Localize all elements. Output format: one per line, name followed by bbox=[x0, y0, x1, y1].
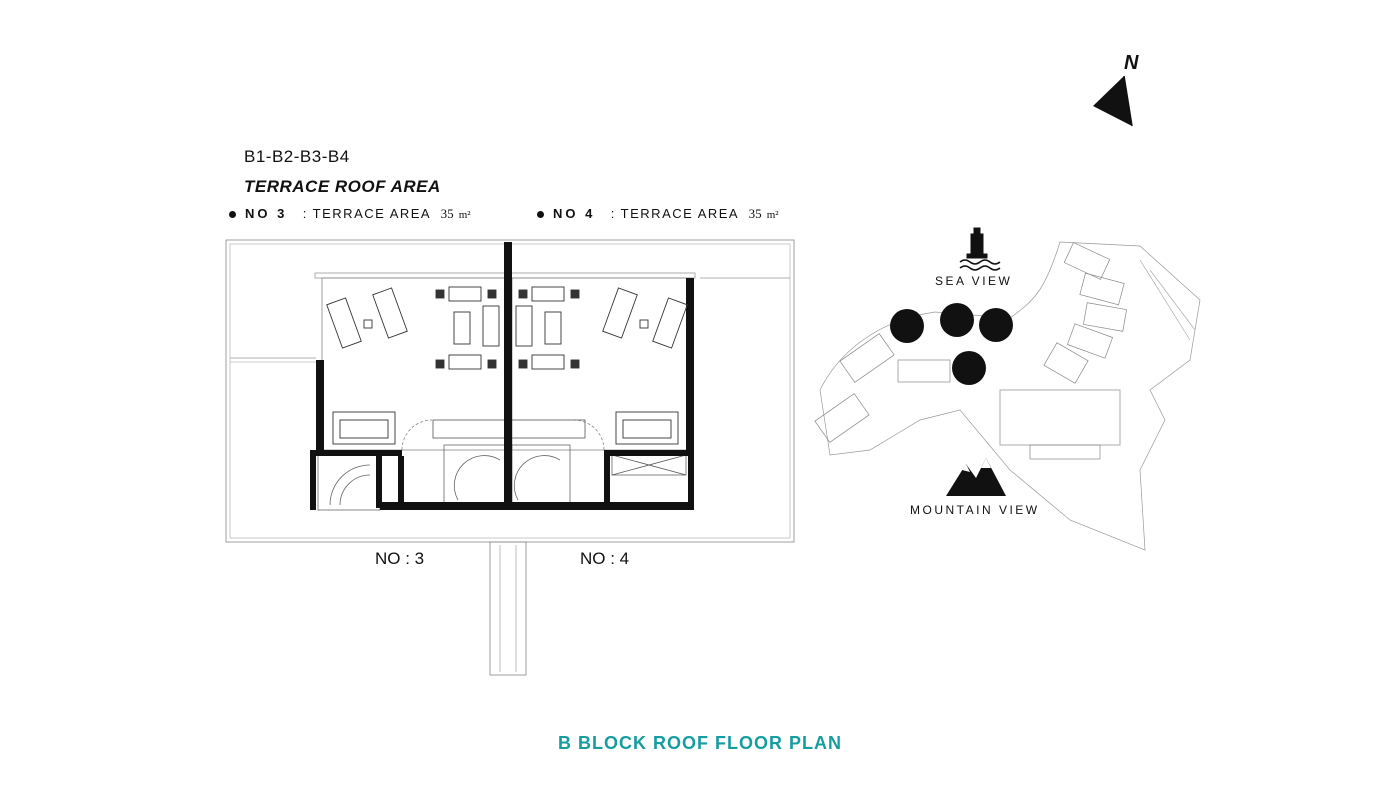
entry-stair bbox=[489, 541, 527, 676]
planter bbox=[332, 411, 396, 445]
area-unit: m² bbox=[458, 209, 471, 221]
area-unit: m² bbox=[766, 209, 779, 221]
furniture bbox=[326, 286, 688, 445]
sun-lounger bbox=[326, 297, 362, 349]
area-value: 35 bbox=[748, 206, 762, 221]
sun-lounger bbox=[602, 287, 638, 339]
unit-label-no3: NO : 3 bbox=[375, 549, 425, 568]
area-value: 35 bbox=[440, 206, 454, 221]
lighthouse-icon bbox=[959, 227, 1001, 271]
block-marker bbox=[952, 351, 986, 385]
walls bbox=[310, 242, 694, 510]
unit-label-no4: NO : 4 bbox=[580, 549, 630, 568]
sea-view-label: SEA VIEW bbox=[935, 274, 1013, 288]
block-marker bbox=[979, 308, 1013, 342]
planter bbox=[615, 411, 679, 445]
bullet-icon bbox=[229, 211, 236, 219]
area-no: NO 3 bbox=[245, 206, 288, 221]
room-no3 bbox=[321, 277, 507, 451]
sun-lounger bbox=[652, 297, 688, 349]
block-marker bbox=[890, 309, 924, 343]
mountain-icon bbox=[946, 458, 1006, 496]
area-desc: : TERRACE AREA bbox=[302, 206, 431, 221]
area-desc: : TERRACE AREA bbox=[610, 206, 739, 221]
site-outline bbox=[819, 241, 1201, 551]
mountain-view-label: MOUNTAIN VIEW bbox=[910, 503, 1040, 517]
section-title: TERRACE ROOF AREA bbox=[244, 177, 441, 196]
sun-lounger bbox=[372, 287, 408, 339]
area-line-no3: NO 3 : TERRACE AREA 35 m² bbox=[229, 206, 471, 222]
stairwell-left bbox=[317, 454, 381, 511]
north-arrow-icon bbox=[1093, 76, 1132, 126]
plan-title: B BLOCK ROOF FLOOR PLAN bbox=[558, 733, 842, 753]
room-no4 bbox=[511, 277, 691, 451]
site-map bbox=[814, 241, 1201, 551]
bullet-icon bbox=[537, 211, 544, 219]
area-line-no4: NO 4 : TERRACE AREA 35 m² bbox=[537, 206, 779, 222]
stairwell-center-left bbox=[443, 444, 507, 508]
block-marker bbox=[940, 303, 974, 337]
stairwell-center-right bbox=[511, 444, 571, 508]
north-label: N bbox=[1124, 52, 1139, 74]
block-code: B1-B2-B3-B4 bbox=[244, 147, 350, 166]
north-arrow bbox=[1093, 75, 1133, 127]
block-markers bbox=[890, 303, 1013, 385]
area-no: NO 4 bbox=[553, 206, 596, 221]
